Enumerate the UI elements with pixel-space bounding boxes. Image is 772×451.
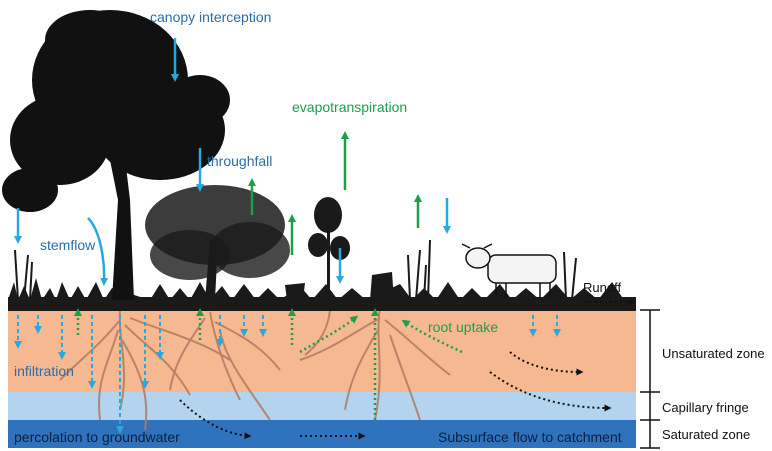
capillary-fringe-layer — [8, 392, 636, 420]
zone-brackets — [640, 309, 660, 449]
subsurface-flow-label: Subsurface flow to catchment — [438, 429, 622, 445]
stemflow-label: stemflow — [40, 237, 96, 253]
evapotranspiration-arrows — [248, 131, 422, 255]
shrub-icon — [145, 185, 290, 300]
evapotranspiration-label: evapotranspiration — [292, 99, 407, 115]
percolation-label: percolation to groundwater — [14, 429, 180, 445]
subsurface-flow-arrows — [179, 298, 636, 440]
reeds-icon — [14, 239, 577, 301]
unsaturated-zone-label: Unsaturated zone — [662, 346, 765, 361]
canopy-interception-label: canopy interception — [150, 9, 271, 25]
cow-icon — [461, 243, 557, 298]
capillary-fringe-label: Capillary fringe — [662, 400, 749, 415]
throughfall-label: throughfall — [207, 153, 272, 169]
root-uptake-label: root uptake — [428, 319, 498, 335]
infiltration-label: infiltration — [14, 363, 74, 379]
grass-icon — [8, 278, 636, 311]
saturated-zone-layer — [8, 420, 636, 448]
tree-icon — [2, 10, 230, 300]
saturated-zone-label: Saturated zone — [662, 427, 750, 442]
small-shrub-icon — [308, 197, 350, 300]
roots — [59, 307, 451, 431]
infiltration-arrows — [14, 315, 561, 434]
runoff-label: Runoff — [583, 280, 621, 295]
tree-stump-icon — [285, 272, 394, 300]
root-uptake-arrows — [74, 308, 463, 420]
stemflow-arrow — [87, 217, 109, 286]
water-arrows — [14, 38, 451, 286]
